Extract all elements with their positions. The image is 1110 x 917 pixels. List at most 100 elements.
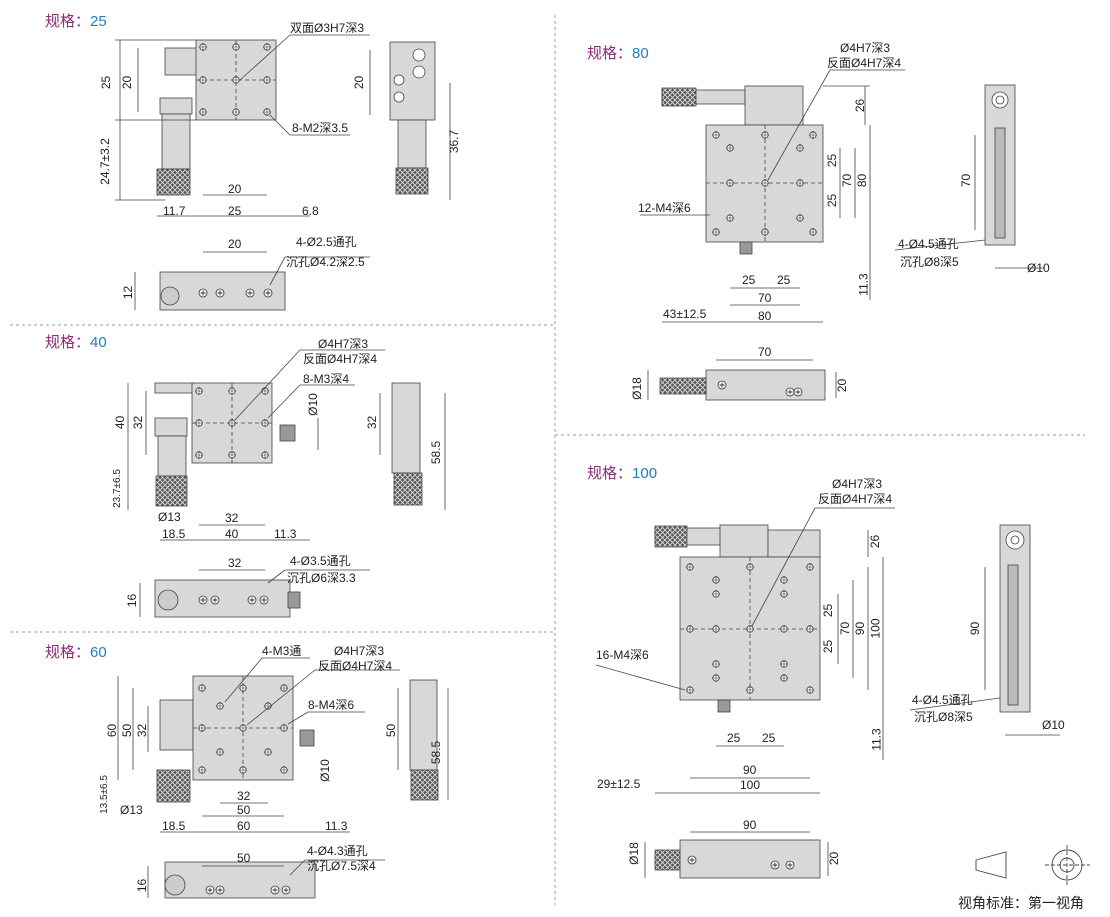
dim-label: 25: [825, 153, 840, 168]
dim-label: 11.3: [274, 527, 297, 541]
dim-label: Ø10: [1042, 718, 1065, 732]
dim-label: 25: [825, 193, 840, 208]
dim-label: 4-M3通: [262, 644, 302, 658]
dim-label: 沉孔Ø7.5深4: [307, 859, 376, 873]
dim-label: 4-Ø3.5通孔: [290, 554, 351, 568]
dim-label: 20: [352, 75, 367, 90]
spec-value: 40: [90, 334, 107, 351]
dim-label: 90: [853, 621, 868, 636]
dim-label: 18.5: [162, 819, 186, 833]
dim-label: 20: [835, 378, 850, 393]
spec-25-drawing: [115, 34, 451, 311]
first-angle-projection-symbol: [975, 845, 1090, 885]
dim-label: 11.3: [869, 728, 884, 751]
dim-label: 16: [125, 593, 140, 608]
dim-label: 11.3: [856, 273, 871, 296]
dim-label: 8-M4深6: [308, 698, 355, 712]
dim-label: 沉孔Ø4.2深2.5: [286, 255, 365, 269]
dim-label: 24.7±3.2: [97, 138, 112, 185]
dim-label: 32: [131, 415, 146, 430]
dim-label: 60: [237, 819, 251, 833]
dim-label: 60: [105, 723, 120, 738]
dim-label: 16: [135, 878, 150, 893]
dim-label: 反面Ø4H7深4: [818, 492, 893, 506]
spec-value: 25: [90, 13, 107, 30]
dim-label: 50: [384, 723, 399, 738]
dim-label: 16-M4深6: [596, 648, 649, 662]
dim-label: 40: [225, 527, 239, 541]
dim-label: 50: [237, 803, 251, 817]
dim-label: 29±12.5: [597, 777, 641, 791]
dim-label: 70: [758, 345, 772, 359]
dim-label: 20: [827, 851, 842, 866]
dim-label: Ø18: [626, 842, 641, 865]
dim-label: 反面Ø4H7深4: [303, 352, 378, 366]
spec-value: 80: [632, 45, 649, 62]
dim-label: 70: [959, 173, 974, 188]
dim-label: 20: [120, 75, 135, 90]
dim-label: 4-Ø4.3通孔: [307, 844, 368, 858]
dim-label: 12-M4深6: [638, 201, 691, 215]
dim-label: 50: [120, 723, 135, 738]
spec-title-25: 规格：25: [45, 10, 107, 31]
spec-prefix: 规格：: [45, 334, 91, 351]
spec-prefix: 规格：: [45, 644, 91, 661]
spec-60-drawing: [117, 657, 449, 899]
dim-label: 26: [853, 98, 868, 113]
dim-label: 4-Ø2.5通孔: [296, 235, 357, 249]
dim-label: 80: [855, 173, 870, 188]
dim-label: 32: [228, 556, 242, 570]
dim-label: 20: [228, 182, 242, 196]
dim-label: 36.7: [447, 129, 462, 154]
dim-label: 23.7±6.5: [111, 469, 123, 508]
dim-label: 70: [758, 291, 772, 305]
dim-label: 32: [225, 511, 239, 525]
dim-label: 25: [821, 639, 836, 654]
dim-label: 25: [727, 731, 741, 745]
dim-label: 反面Ø4H7深4: [318, 659, 393, 673]
dim-label: 80: [758, 309, 772, 323]
dim-label: Ø4H7深3: [840, 41, 891, 55]
dim-label: 18.5: [162, 527, 186, 541]
dim-label: 40: [113, 415, 128, 430]
spec-80-drawing: [640, 69, 1045, 401]
dim-label: 43±12.5: [663, 307, 707, 321]
dim-label: 25: [99, 75, 114, 90]
dim-label: Ø4H7深3: [318, 337, 369, 351]
dim-label: 4-Ø4.5通孔: [912, 693, 973, 707]
dim-label: 沉孔Ø6深3.3: [287, 571, 356, 585]
spec-40-drawing: [127, 349, 446, 618]
spec-title-60: 规格：60: [45, 641, 107, 662]
spec-title-80: 规格：80: [587, 42, 649, 63]
dim-label: Ø18: [629, 377, 644, 400]
dim-label: 沉孔Ø8深5: [900, 255, 959, 269]
dim-label: Ø13: [158, 510, 181, 524]
dim-label: 25: [821, 603, 836, 618]
dim-label: 8-M2深3.5: [292, 121, 349, 135]
dim-label: Ø4H7深3: [334, 644, 385, 658]
dim-label: 25: [777, 273, 791, 287]
dim-label: 32: [365, 415, 380, 430]
dim-label: Ø10: [305, 393, 320, 416]
spec-title-100: 规格：100: [587, 462, 657, 483]
dim-label: Ø10: [317, 759, 332, 782]
dim-label: 90: [968, 621, 983, 636]
section-dividers: [10, 15, 1085, 905]
dim-label: 100: [740, 778, 761, 792]
dim-label: 6.8: [302, 204, 319, 218]
dim-label: 32: [237, 789, 251, 803]
dim-label: 4-Ø4.5通孔: [898, 237, 959, 251]
dim-label: 58.5: [429, 740, 444, 765]
dim-label: 11.3: [325, 819, 348, 833]
dim-label: 25: [228, 204, 242, 218]
dim-label: 100: [868, 618, 883, 639]
dim-label: 90: [743, 818, 757, 832]
spec-title-40: 规格：40: [45, 331, 107, 352]
dim-label: Ø10: [1027, 261, 1050, 275]
dim-label: Ø13: [120, 803, 143, 817]
dim-label: 沉孔Ø8深5: [914, 710, 973, 724]
dim-label: 70: [838, 621, 853, 636]
dim-label: 58.5: [429, 440, 444, 465]
projection-standard-label: 视角标准：第一视角: [958, 895, 1084, 911]
